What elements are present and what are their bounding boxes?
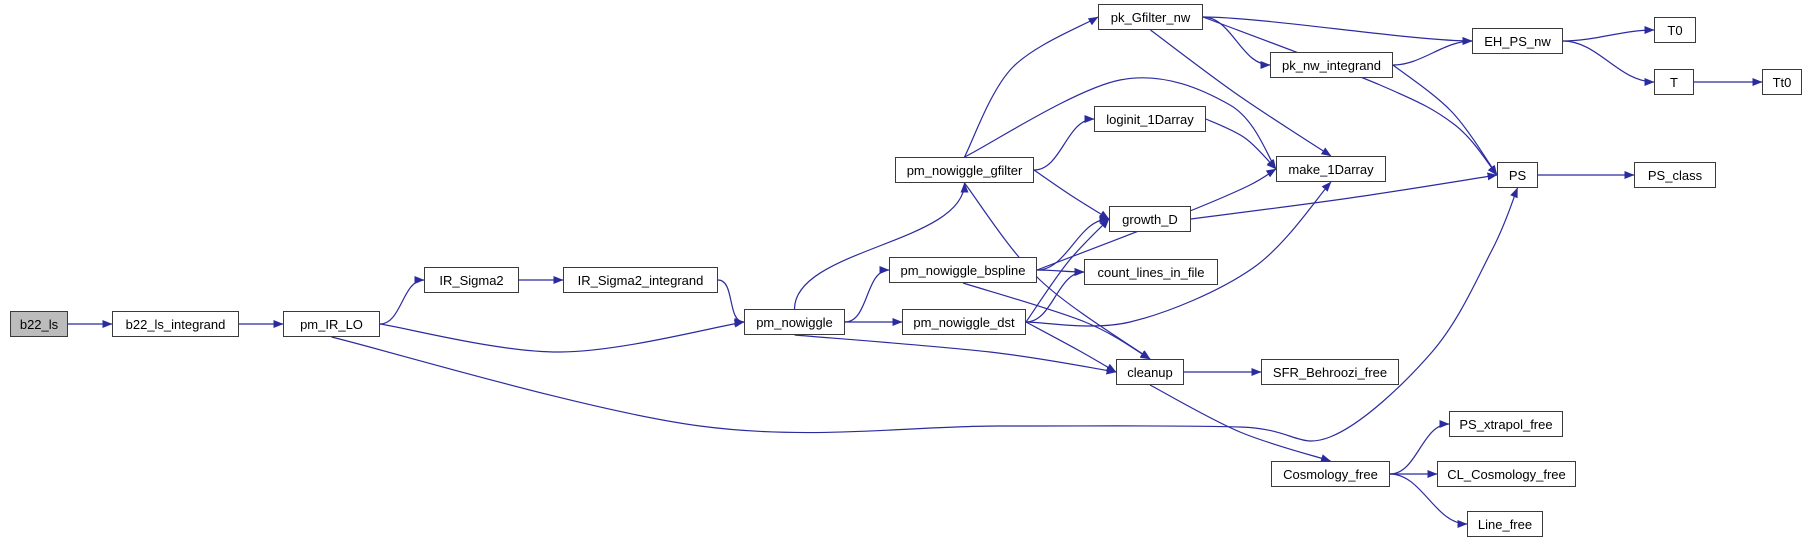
graph-node-PS_xtrapol_free[interactable]: PS_xtrapol_free xyxy=(1449,411,1563,437)
graph-node-SFR_Behroozi_free[interactable]: SFR_Behroozi_free xyxy=(1261,359,1399,385)
call-edge-pm_nowiggle_dst-to-cleanup xyxy=(1025,321,1117,373)
call-edge-pk_Gfilter_nw-to-pk_nw_integrand xyxy=(1202,16,1271,69)
call-edge-pm_nowiggle_dst-to-growth_D xyxy=(1025,218,1110,323)
call-edge-pm_nowiggle_gfilter-to-growth_D xyxy=(1033,169,1110,220)
call-edge-pm_nowiggle_bspline-to-cleanup xyxy=(962,282,1151,360)
graph-node-Line_free[interactable]: Line_free xyxy=(1467,511,1543,537)
graph-node-pm_nowiggle[interactable]: pm_nowiggle xyxy=(744,309,845,335)
graph-node-Cosmology_free[interactable]: Cosmology_free xyxy=(1271,461,1390,487)
graph-node-pm_nowiggle_bspline[interactable]: pm_nowiggle_bspline xyxy=(889,257,1037,283)
graph-node-growth_D[interactable]: growth_D xyxy=(1109,206,1191,232)
call-edge-pk_Gfilter_nw-to-EH_PS_nw xyxy=(1202,16,1473,45)
call-edge-pk_nw_integrand-to-PS xyxy=(1392,64,1498,176)
call-edge-pm_nowiggle-to-cleanup xyxy=(794,334,1117,375)
graph-node-cleanup[interactable]: cleanup xyxy=(1116,359,1184,385)
call-edge-pm_nowiggle-to-pm_nowiggle_gfilter xyxy=(793,182,969,310)
call-edge-pm_IR_LO-to-pm_nowiggle xyxy=(379,319,745,353)
call-edge-pk_Gfilter_nw-to-make_1Darray xyxy=(1150,29,1332,157)
call-edge-pk_nw_integrand-to-EH_PS_nw xyxy=(1392,37,1473,66)
graph-node-pm_nowiggle_dst[interactable]: pm_nowiggle_dst xyxy=(902,309,1026,335)
call-edge-Cosmology_free-to-Line_free xyxy=(1389,473,1468,528)
graph-node-PS_class[interactable]: PS_class xyxy=(1634,162,1716,188)
graph-node-T[interactable]: T xyxy=(1654,69,1694,95)
graph-node-count_lines_in_file[interactable]: count_lines_in_file xyxy=(1084,259,1218,285)
call-edge-growth_D-to-PS xyxy=(1190,172,1498,220)
call-edge-pm_nowiggle_dst-to-make_1Darray xyxy=(1025,181,1332,327)
edge-paths xyxy=(68,16,1763,528)
call-edge-pk_Gfilter_nw-to-PS xyxy=(1202,16,1498,176)
graph-node-IR_Sigma2[interactable]: IR_Sigma2 xyxy=(424,267,519,293)
call-edge-pm_IR_LO-to-IR_Sigma2 xyxy=(379,276,425,325)
call-edge-pm_nowiggle_gfilter-to-pk_Gfilter_nw xyxy=(963,16,1099,158)
graph-node-Tt0[interactable]: Tt0 xyxy=(1762,69,1802,95)
graph-node-PS[interactable]: PS xyxy=(1497,162,1538,188)
call-edge-pm_nowiggle_gfilter-to-make_1Darray xyxy=(964,77,1277,170)
graph-node-T0[interactable]: T0 xyxy=(1654,17,1696,43)
call-edge-EH_PS_nw-to-T0 xyxy=(1562,26,1655,42)
call-edge-IR_Sigma2_integrand-to-pm_nowiggle xyxy=(717,279,745,326)
call-edge-loginit_1Darray-to-make_1Darray xyxy=(1205,118,1277,170)
graph-node-pk_Gfilter_nw[interactable]: pk_Gfilter_nw xyxy=(1098,4,1203,30)
graph-node-pm_IR_LO[interactable]: pm_IR_LO xyxy=(283,311,380,337)
graph-node-EH_PS_nw[interactable]: EH_PS_nw xyxy=(1472,28,1563,54)
call-edge-pm_nowiggle_gfilter-to-cleanup xyxy=(964,182,1151,360)
call-edge-EH_PS_nw-to-T xyxy=(1562,40,1655,86)
graph-node-pm_nowiggle_gfilter[interactable]: pm_nowiggle_gfilter xyxy=(895,157,1034,183)
call-edge-Cosmology_free-to-PS_xtrapol_free xyxy=(1389,420,1450,475)
call-edge-pm_nowiggle_dst-to-count_lines_in_file xyxy=(1025,268,1085,323)
call-edge-pm_IR_LO-to-PS xyxy=(331,187,1519,442)
graph-node-b22_ls_integrand[interactable]: b22_ls_integrand xyxy=(112,311,239,337)
graph-node-IR_Sigma2_integrand[interactable]: IR_Sigma2_integrand xyxy=(563,267,718,293)
call-edge-pm_nowiggle-to-pm_nowiggle_bspline xyxy=(844,266,890,323)
call-edge-pm_nowiggle_gfilter-to-loginit_1Darray xyxy=(1033,115,1095,171)
graph-node-loginit_1Darray[interactable]: loginit_1Darray xyxy=(1094,106,1206,132)
graph-node-b22_ls[interactable]: b22_ls xyxy=(10,311,68,337)
graph-node-CL_Cosmology_free[interactable]: CL_Cosmology_free xyxy=(1437,461,1576,487)
graph-node-make_1Darray[interactable]: make_1Darray xyxy=(1276,156,1386,182)
call-edge-cleanup-to-Cosmology_free xyxy=(1149,384,1331,462)
graph-node-pk_nw_integrand[interactable]: pk_nw_integrand xyxy=(1270,52,1393,78)
call-edge-pm_nowiggle_bspline-to-make_1Darray xyxy=(1036,168,1277,271)
